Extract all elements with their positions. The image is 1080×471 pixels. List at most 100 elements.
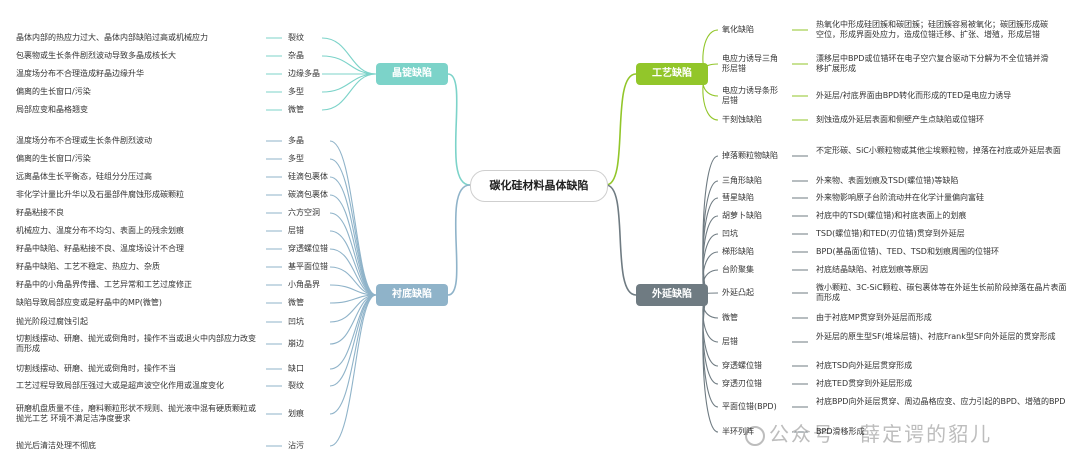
substrate-cause: 非化学计量比升华以及石墨部件腐蚀形成碳颗粒 [16,190,184,199]
epi-defect: 穿透螺位错 [722,361,762,370]
process-desc: 热氧化中形成硅团簇和碳团簇；硅团簇容易被氧化；碳团簇形成碳空位，形成界面处应力，… [816,20,1048,39]
substrate-cause: 籽晶中的小角晶界传播、工艺异常和工艺过度修正 [16,280,192,289]
substrate-defect: 多晶 [288,136,304,145]
crystal-defect: 微管 [288,105,304,114]
epi-defect: 凹坑 [722,229,738,238]
epi-desc: 衬底BPD向外延层贯穿、周边晶格应变、应力引起的BPD、增殖的BPD [816,397,1066,406]
epi-desc: BPD滑移形成 [816,427,865,436]
epi-defect: 层错 [722,337,738,346]
epi-desc: 衬底TED贯穿到外延层形成 [816,379,913,388]
substrate-defect: 沾污 [288,441,304,450]
branch-process[interactable]: 工艺缺陷 [636,63,708,85]
crystal-link [321,73,377,93]
epi-desc: 外来物影响原子台阶流动并在化学计量偏向富硅 [816,193,984,202]
epi-desc: BPD(基晶面位错)、TED、TSD和划痕周围的位错环 [816,247,999,256]
substrate-link [329,158,377,296]
wechat-icon [745,425,765,446]
process-defect: 电应力诱导条形层错 [722,86,778,105]
epi-defect: 三角形缺陷 [722,176,762,185]
substrate-link [329,294,377,370]
substrate-cause: 籽晶中缺陷、籽晶粘接不良、温度场设计不合理 [16,244,184,253]
branch-substrate[interactable]: 衬底缺陷 [376,284,448,306]
link-center-substrate [447,184,471,296]
substrate-cause: 偏离的生长窗口/污染 [16,154,91,163]
epi-defect: 穿透刃位错 [722,379,762,388]
substrate-cause: 温度场分布不合理或生长条件剧烈波动 [16,136,152,145]
epi-defect: 平面位错(BPD) [722,402,777,411]
substrate-defect: 裂纹 [288,381,304,390]
epi-desc: 不定形碳、SiC小颗粒物或其他尘埃颗粒物，掉落在衬底或外延层表面 [816,146,1061,155]
substrate-link [329,194,377,296]
substrate-defect: 硅滴包裹体 [288,172,328,181]
epi-defect: 胡萝卜缺陷 [722,211,762,220]
crystal-link [321,55,377,75]
crystal-link [321,73,377,111]
process-desc: 刻蚀造成外延层表面和侧壁产生点缺陷或位错环 [816,115,984,124]
substrate-defect: 多型 [288,154,304,163]
substrate-defect: 小角晶界 [288,280,320,289]
link-center-process [605,73,637,186]
crystal-defect: 边缘多晶 [288,69,320,78]
link-center-epi [605,184,637,296]
epi-desc: 衬底TSD向外延层贯穿形成 [816,361,913,370]
substrate-link [329,230,377,296]
substrate-cause: 工艺过程导致局部压强过大或是超声波空化作用或温度变化 [16,381,224,390]
epi-desc: 衬底中的TSD(螺位错)和衬底表面上的划痕 [816,211,967,220]
substrate-cause: 籽晶粘接不良 [16,208,64,217]
process-desc: 外延层/衬底界面由BPD转化而形成的TED是电应力诱导 [816,91,1012,100]
substrate-cause: 切割线摆动、研磨、抛光或倒角时，操作不当或退火中内部应力改变而形成 [16,334,256,353]
substrate-link [329,212,377,296]
substrate-link [329,294,377,387]
epi-desc: TSD(螺位错)和TED(刃位错)贯穿到外延层 [816,229,965,238]
crystal-link [321,37,377,75]
epi-defect: 台阶聚集 [722,265,754,274]
substrate-defect: 微管 [288,298,304,307]
substrate-defect: 六方空洞 [288,208,320,217]
substrate-cause: 机械应力、温度分布不均匀、表面上的残余划痕 [16,226,184,235]
epi-desc: 衬底结晶缺陷、衬底划痕等原因 [816,265,928,274]
epi-defect: 梯形缺陷 [722,247,754,256]
crystal-cause: 偏离的生长窗口/污染 [16,87,91,96]
watermark: 公众号 · 薛定谔的貂儿 [745,418,992,447]
substrate-link [329,176,377,296]
substrate-defect: 穿透螺位错 [288,244,328,253]
epi-desc: 外延层的原生型SF(堆垛层错)、衬底Frank型SF向外延层的贯穿形成 [816,332,1056,341]
crystal-cause: 包裹物或生长条件剧烈波动导致多晶成核长大 [16,51,176,60]
central-topic[interactable]: 碳化硅材料晶体缺陷 [470,170,608,202]
process-defect: 电应力诱导三角形层错 [722,54,778,73]
crystal-defect: 杂晶 [288,51,304,60]
substrate-cause: 研磨机盘质量不佳，磨料颗粒形状不规则、抛光液中混有硬质颗粒或抛光工艺 环境不满足… [16,404,256,423]
substrate-defect: 划痕 [288,409,304,418]
crystal-cause: 局部应变和晶格翘变 [16,105,88,114]
epi-desc: 微小颗粒、3C-SiC颗粒、碳包裹体等在外延生长前阶段掉落在晶片表面而形成 [816,283,1067,302]
watermark-text: 公众号 · 薛定谔的貂儿 [769,422,993,446]
substrate-link [329,294,377,447]
substrate-defect: 凹坑 [288,317,304,326]
crystal-cause: 温度场分布不合理造成籽晶边缘升华 [16,69,144,78]
substrate-cause: 缺陷导致局部应变或是籽晶中的MP(微管) [16,298,162,307]
substrate-defect: 缺口 [288,364,304,373]
substrate-defect: 崩边 [288,339,304,348]
substrate-defect: 基平面位错 [288,262,328,271]
branch-crystal[interactable]: 晶锭缺陷 [376,63,448,85]
substrate-link [329,294,377,345]
substrate-defect: 层错 [288,226,304,235]
branch-epi[interactable]: 外延缺陷 [636,284,708,306]
substrate-cause: 抛光阶段过腐蚀引起 [16,317,88,326]
crystal-cause: 晶体内部的热应力过大、晶体内部缺陷过高或机械应力 [16,33,208,42]
epi-defect: 微管 [722,313,738,322]
epi-defect: 半环列阵 [722,427,754,436]
substrate-cause: 切割线摆动、研磨、抛光或倒角时，操作不当 [16,364,176,373]
substrate-defect: 碳滴包裹体 [288,190,328,199]
substrate-cause: 远离晶体生长平衡态，硅组分分压过高 [16,172,152,181]
epi-defect: 彗星缺陷 [722,193,754,202]
substrate-cause: 籽晶中缺陷、工艺不稳定、热应力、杂质 [16,262,160,271]
substrate-link [329,294,377,415]
epi-defect: 掉落颗粒物缺陷 [722,151,778,160]
epi-desc: 外来物、表面划痕及TSD(螺位错)等缺陷 [816,176,959,185]
link-center-crystal [447,73,471,186]
epi-desc: 由于衬底MP贯穿到外延层而形成 [816,313,932,322]
process-desc: 漂移层中BPD或位错环在电子空穴复合驱动下分解为不全位错并滑移扩展形成 [816,54,1049,73]
crystal-defect: 多型 [288,87,304,96]
